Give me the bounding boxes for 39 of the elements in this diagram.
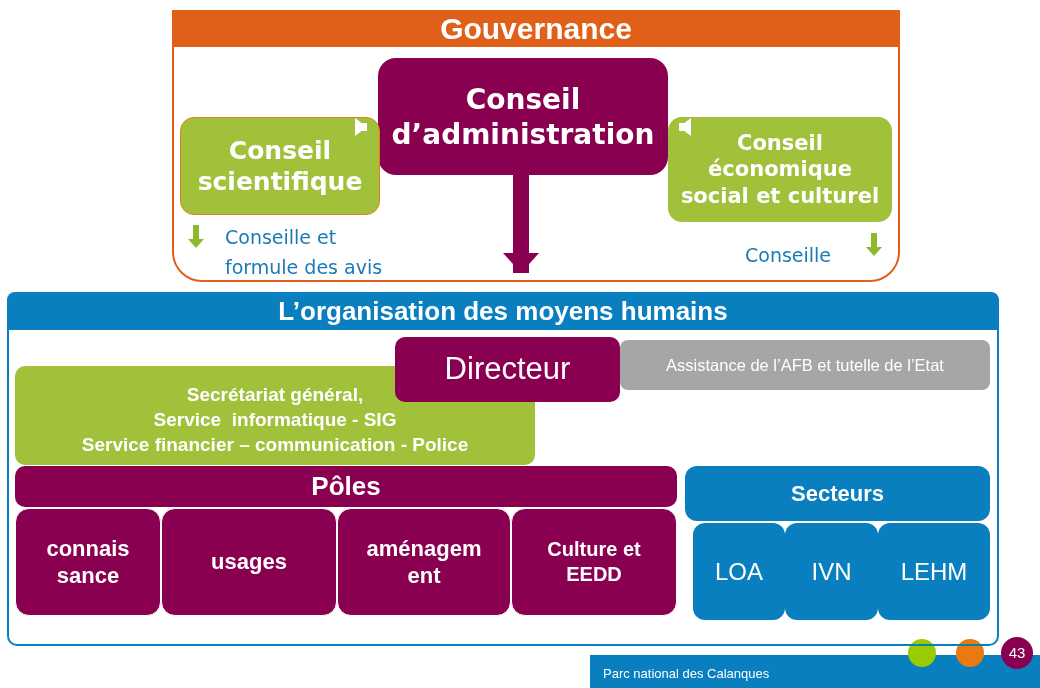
node-label: Service informatique - SIG xyxy=(153,408,397,433)
header-bar xyxy=(15,466,677,507)
annotation-text: Conseille et formule des avis xyxy=(225,225,384,280)
process-box xyxy=(180,117,380,215)
panel-title: Gouvernance xyxy=(172,10,900,47)
process-box xyxy=(511,508,677,616)
process-box xyxy=(693,523,785,620)
node-label: Assistance de l’AFB et tutelle de l’Etat xyxy=(666,354,944,376)
group-panel xyxy=(7,292,999,646)
node-label: aménagem ent xyxy=(365,534,483,590)
node-label: Secteurs xyxy=(791,479,884,508)
process-box xyxy=(161,508,337,616)
node-label: usages xyxy=(211,548,287,576)
process-box xyxy=(620,340,990,390)
node-label: Pôles xyxy=(311,470,381,503)
process-box xyxy=(878,523,990,620)
header-bar xyxy=(685,466,990,521)
footer-text: Parc national des Calanques xyxy=(603,666,770,681)
node-label: Secrétariat général, xyxy=(186,383,364,408)
process-box xyxy=(378,58,668,175)
node-label: LEHM xyxy=(900,556,968,587)
process-box xyxy=(337,508,511,616)
node-label: Directeur xyxy=(444,350,571,389)
node-label: LOA xyxy=(715,556,763,587)
node-label: IVN xyxy=(811,556,852,587)
process-box xyxy=(395,337,620,402)
annotation-text: Conseille xyxy=(745,243,833,268)
block-arrow xyxy=(503,175,539,273)
page-number: 43 xyxy=(1001,637,1033,669)
node-label: Conseil d’administration xyxy=(390,81,656,152)
process-box xyxy=(15,508,161,616)
group-panel xyxy=(172,10,900,282)
node-label: Culture et EEDD xyxy=(546,537,642,587)
panel-title: L’organisation des moyens humains xyxy=(7,292,999,330)
node-label: Conseil économique social et culturel xyxy=(679,130,881,209)
process-box xyxy=(668,117,892,222)
node-label: connais sance xyxy=(45,534,131,590)
node-label: Service financier – communication - Police xyxy=(81,432,469,457)
node-label: Conseil scientifique xyxy=(196,134,364,198)
